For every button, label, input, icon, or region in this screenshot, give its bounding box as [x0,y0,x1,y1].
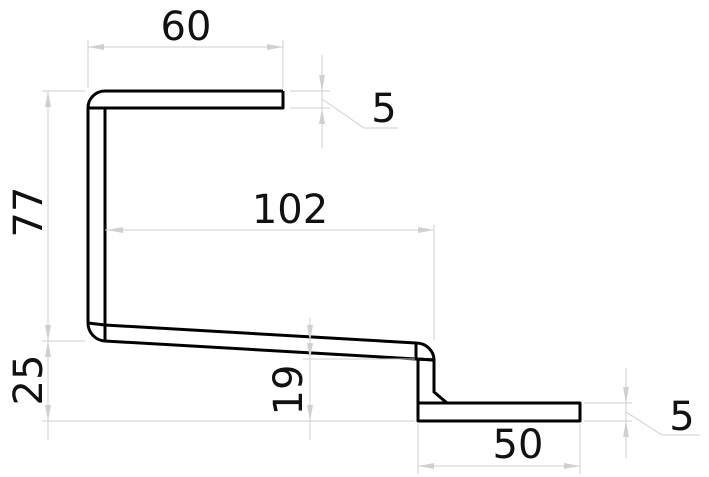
dimension-lines [42,40,700,474]
dim-web-height: 77 [6,187,52,238]
dim-top-thickness: 5 [371,86,396,132]
dim-bottom-thickness: 5 [669,394,694,440]
dim-slope-drop: 19 [266,365,312,416]
dim-top-flange-width: 60 [161,4,212,50]
dim-bottom-flange-width: 50 [493,422,544,468]
dim-inner-span: 102 [252,187,328,233]
dim-lower-height: 25 [6,355,52,406]
bracket-profile [86,89,582,423]
